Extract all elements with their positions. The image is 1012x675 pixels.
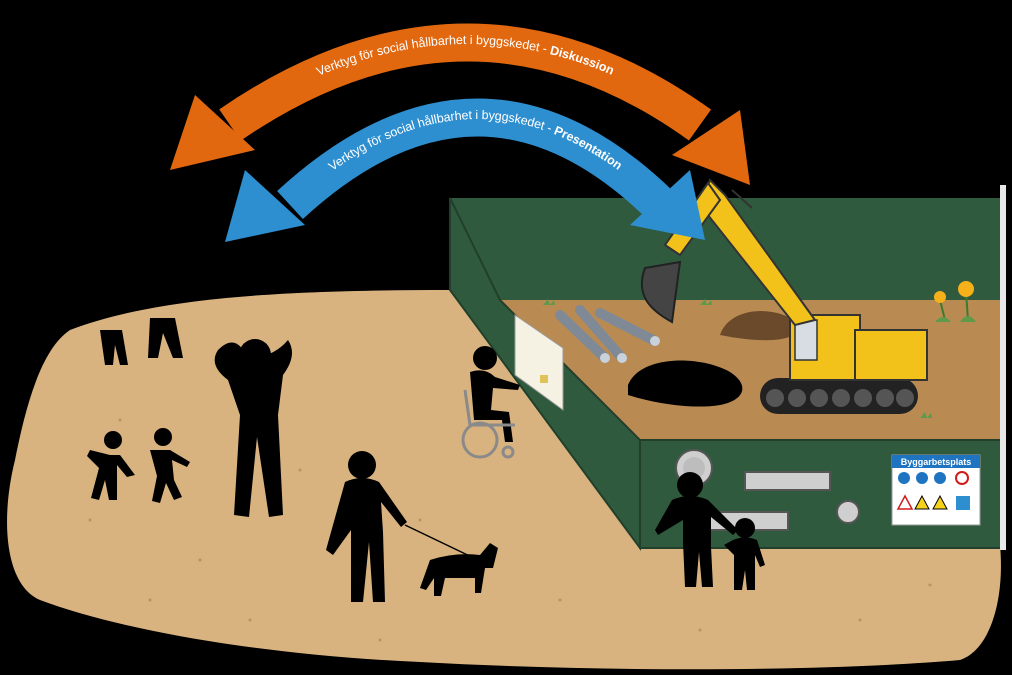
dog-leash bbox=[404, 524, 479, 561]
front-wall-details bbox=[675, 449, 860, 531]
dirt-mound bbox=[720, 311, 800, 341]
dandelion-flowers bbox=[934, 281, 976, 322]
wheelchair bbox=[461, 389, 515, 459]
discussion-arrow-right bbox=[672, 110, 750, 185]
grass-tufts bbox=[543, 299, 932, 418]
presentation-arrow-right bbox=[630, 170, 705, 240]
presentation-arrow-left bbox=[225, 170, 305, 242]
site-back-wall bbox=[450, 198, 1000, 300]
sign-warning-icons bbox=[896, 494, 970, 510]
info-poster bbox=[514, 314, 564, 411]
discussion-arc bbox=[219, 23, 712, 141]
excavator-bucket bbox=[640, 260, 682, 324]
sign-mandatory-icons bbox=[898, 472, 946, 484]
sand-speckles bbox=[88, 408, 932, 642]
site-sign: Byggarbetsplats bbox=[891, 454, 981, 526]
people-silhouettes bbox=[87, 318, 765, 602]
site-right-edge bbox=[1000, 185, 1006, 550]
pipes bbox=[555, 305, 660, 363]
presentation-arc bbox=[277, 98, 674, 219]
discussion-arrow-left bbox=[170, 95, 255, 170]
dark-rock bbox=[628, 360, 743, 407]
site-sign-title: Byggarbetsplats bbox=[901, 457, 972, 467]
sign-prohibition-icon bbox=[955, 471, 969, 485]
